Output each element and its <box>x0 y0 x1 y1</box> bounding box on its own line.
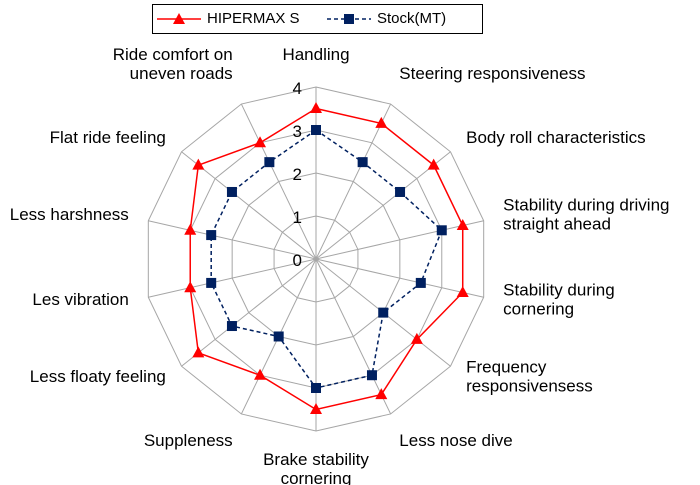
data-point-triangle <box>184 281 197 293</box>
series-0 <box>184 102 469 414</box>
data-point-triangle <box>456 219 469 231</box>
radial-ticks: 0 1 2 3 4 <box>293 79 302 270</box>
legend-label: HIPERMAX S <box>207 10 300 27</box>
category-label: Flat ride feeling <box>50 128 166 147</box>
data-point-square <box>226 186 237 197</box>
grid-spoke <box>315 258 484 298</box>
data-point-triangle <box>375 388 388 400</box>
category-label: Steering responsiveness <box>399 64 585 83</box>
data-point-triangle <box>375 116 388 128</box>
data-point-square <box>357 157 368 168</box>
data-point-triangle <box>310 102 322 113</box>
series-line <box>210 129 443 389</box>
category-label: Les vibration <box>32 290 128 309</box>
data-point-triangle <box>192 346 205 358</box>
category-label: Suppleness <box>144 431 233 450</box>
data-point-triangle <box>410 332 423 344</box>
data-point-triangle <box>456 285 469 297</box>
legend-item-hipermax-s: HIPERMAX S <box>155 5 325 33</box>
data-point-square <box>378 307 389 318</box>
data-point-triangle <box>192 158 205 170</box>
grid-spoke <box>240 103 317 260</box>
series-line <box>189 107 464 411</box>
data-point-square <box>206 277 217 288</box>
series-1 <box>206 125 447 393</box>
legend-marker-triangle-icon <box>157 13 201 24</box>
radial-tick-label: 2 <box>293 165 302 184</box>
data-point-square <box>311 383 321 393</box>
data-point-triangle <box>427 158 440 170</box>
radar-grid <box>147 86 485 432</box>
radial-tick-label: 1 <box>293 208 302 227</box>
category-label: Body roll characteristics <box>466 128 646 147</box>
data-point-triangle <box>254 368 267 380</box>
category-label: Less nose dive <box>399 431 512 450</box>
radial-tick-label: 3 <box>293 122 302 141</box>
grid-spoke <box>148 258 317 298</box>
grid-spoke <box>181 258 317 367</box>
category-label: Less harshness <box>10 205 129 224</box>
data-point-square <box>264 157 275 168</box>
data-point-square <box>366 370 377 381</box>
category-label: Handling <box>282 45 349 64</box>
data-point-triangle <box>184 223 197 235</box>
data-point-triangle <box>254 136 267 148</box>
grid-spoke <box>315 103 392 260</box>
radial-tick-label: 0 <box>293 251 302 270</box>
data-point-square <box>436 225 447 236</box>
grid-spoke <box>315 220 484 260</box>
data-point-square <box>226 321 237 332</box>
legend-marker-square-icon <box>327 14 371 24</box>
data-point-square <box>206 230 217 241</box>
grid-spoke <box>148 220 317 260</box>
data-point-triangle <box>310 403 322 414</box>
legend-item-stock-mt: Stock(MT) <box>325 5 480 33</box>
radar-series <box>184 102 469 414</box>
data-point-square <box>395 186 406 197</box>
data-point-square <box>311 125 321 135</box>
category-label: Less floaty feeling <box>30 367 166 386</box>
data-point-square <box>273 331 284 342</box>
legend: HIPERMAX S Stock(MT) <box>152 4 483 34</box>
legend-label: Stock(MT) <box>377 10 447 27</box>
radial-tick-label: 4 <box>293 79 302 98</box>
data-point-square <box>415 277 426 288</box>
grid-spoke <box>315 258 392 415</box>
